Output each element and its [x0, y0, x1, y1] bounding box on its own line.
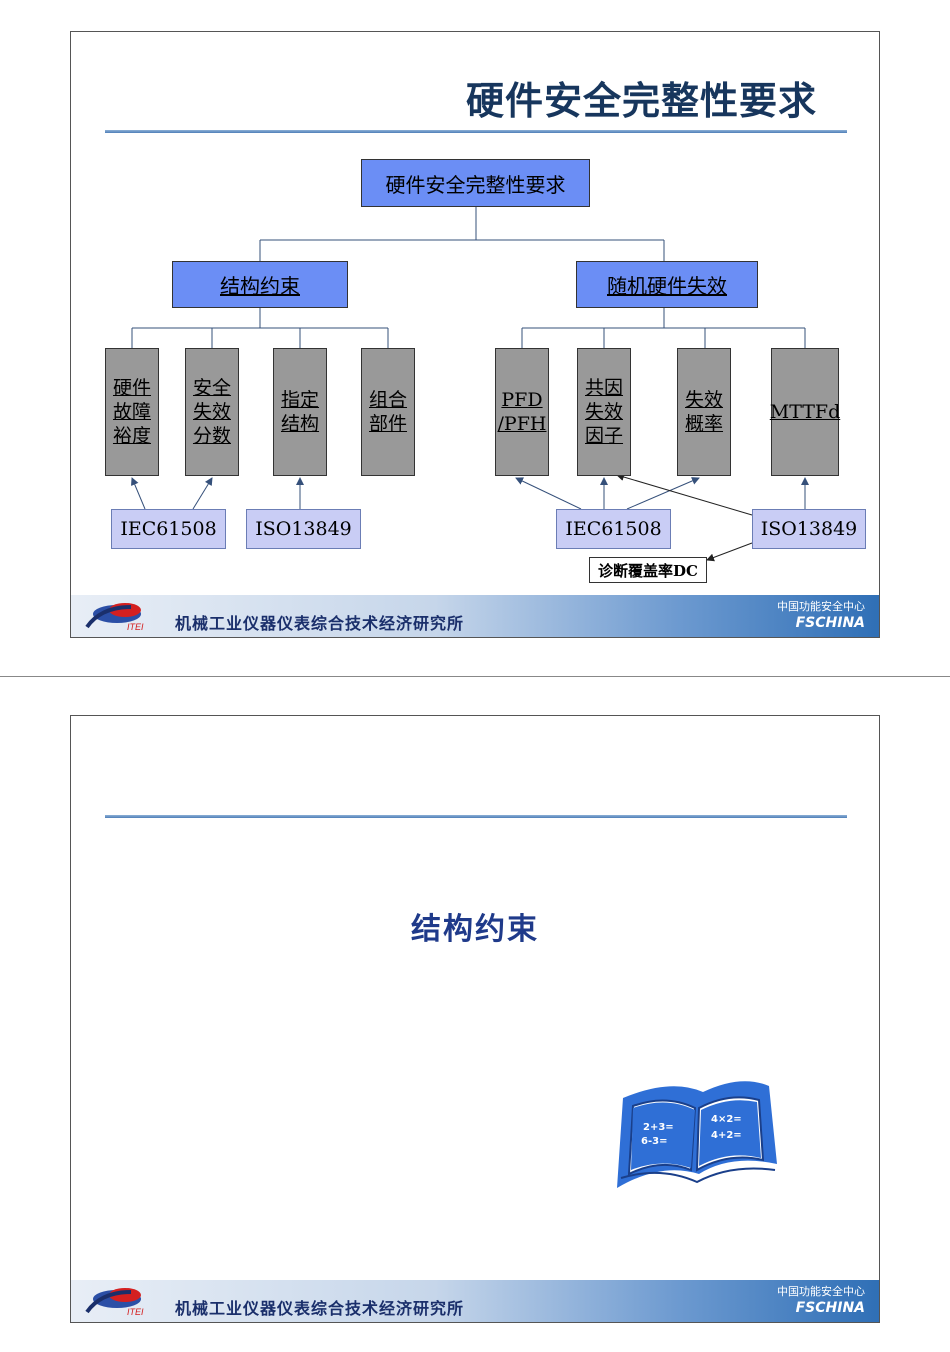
leaf-pfd-pfh[interactable]: PFD /PFH	[495, 348, 549, 476]
footer-bar: ITEI 机械工业仪器仪表综合技术经济研究所 中国功能安全中心 FSCHINA	[71, 1280, 879, 1322]
random-hardware-failure-box[interactable]: 随机硬件失效	[576, 261, 758, 308]
standard-label: ISO13849	[255, 518, 352, 540]
leaf-label[interactable]: PFD /PFH	[497, 389, 547, 435]
logo-text: ITEI	[127, 622, 144, 632]
standard-iec61508-right: IEC61508	[556, 509, 671, 549]
leaf-label[interactable]: 指定结构	[281, 389, 320, 435]
title-divider	[105, 815, 847, 818]
leaf-common-cause-factor[interactable]: 共因失效因子	[577, 348, 631, 476]
leaf-label[interactable]: 硬件故障裕度	[112, 377, 151, 447]
book-text-2: 6-3=	[641, 1136, 667, 1147]
footer-org: 机械工业仪器仪表综合技术经济研究所	[175, 614, 465, 633]
page-separator	[0, 676, 950, 677]
standard-label: ISO13849	[760, 518, 858, 540]
random-hardware-failure-link[interactable]: 随机硬件失效	[607, 274, 727, 298]
slide-title: 结构约束	[411, 912, 539, 947]
standard-label: IEC61508	[565, 518, 662, 540]
itei-logo-icon: ITEI	[85, 603, 144, 632]
leaf-combined-components[interactable]: 组合部件	[361, 348, 415, 476]
title-divider	[105, 130, 847, 133]
leaf-failure-probability[interactable]: 失效概率	[677, 348, 731, 476]
slide-2: 结构约束 2+3= 6-3= 4×2= 4+2= ITEI 机械工业仪器仪表综合…	[70, 715, 880, 1323]
structural-constraints-link[interactable]: 结构约束	[220, 274, 300, 298]
leaf-label[interactable]: 失效概率	[685, 389, 724, 435]
book-icon: 2+3= 6-3= 4×2= 4+2=	[617, 1081, 777, 1188]
leaf-label[interactable]: 组合部件	[369, 389, 408, 435]
itei-logo-icon: ITEI	[85, 1288, 144, 1317]
standard-label: IEC61508	[120, 518, 217, 540]
book-text-1: 2+3=	[643, 1122, 674, 1133]
structural-constraints-box[interactable]: 结构约束	[172, 261, 348, 308]
leaf-label[interactable]: MTTFd	[769, 401, 841, 423]
footer-center: 中国功能安全中心	[777, 600, 865, 613]
footer-brand: FSCHINA	[795, 1300, 865, 1316]
leaf-label[interactable]: 安全失效分数	[192, 377, 231, 447]
diagram-connectors	[131, 207, 809, 562]
root-box: 硬件安全完整性要求	[361, 159, 590, 207]
slide-title: 硬件安全完整性要求	[465, 78, 817, 123]
logo-text: ITEI	[127, 1307, 144, 1317]
leaf-mttfd[interactable]: MTTFd	[769, 348, 841, 476]
leaf-specified-architecture[interactable]: 指定结构	[273, 348, 327, 476]
footer-center: 中国功能安全中心	[777, 1285, 865, 1298]
slide-1: 硬件安全完整性要求	[70, 31, 880, 638]
standard-iec61508-left: IEC61508	[111, 509, 226, 549]
leaf-safe-failure-fraction[interactable]: 安全失效分数	[185, 348, 239, 476]
leaf-label[interactable]: 共因失效因子	[585, 377, 624, 447]
root-label: 硬件安全完整性要求	[385, 172, 566, 197]
standard-iso13849-right: ISO13849	[752, 509, 866, 549]
footer-bar: ITEI 机械工业仪器仪表综合技术经济研究所 中国功能安全中心 FSCHINA	[71, 595, 879, 637]
book-text-3: 4×2=	[711, 1114, 742, 1125]
diagnostic-coverage-box: 诊断覆盖率DC	[589, 557, 707, 583]
footer-brand: FSCHINA	[795, 615, 865, 631]
book-text-4: 4+2=	[711, 1130, 742, 1141]
diagnostic-coverage-label: 诊断覆盖率DC	[598, 561, 698, 580]
footer-org: 机械工业仪器仪表综合技术经济研究所	[175, 1299, 465, 1318]
standard-iso13849-left: ISO13849	[246, 509, 361, 549]
leaf-hardware-fault-tolerance[interactable]: 硬件故障裕度	[105, 348, 159, 476]
